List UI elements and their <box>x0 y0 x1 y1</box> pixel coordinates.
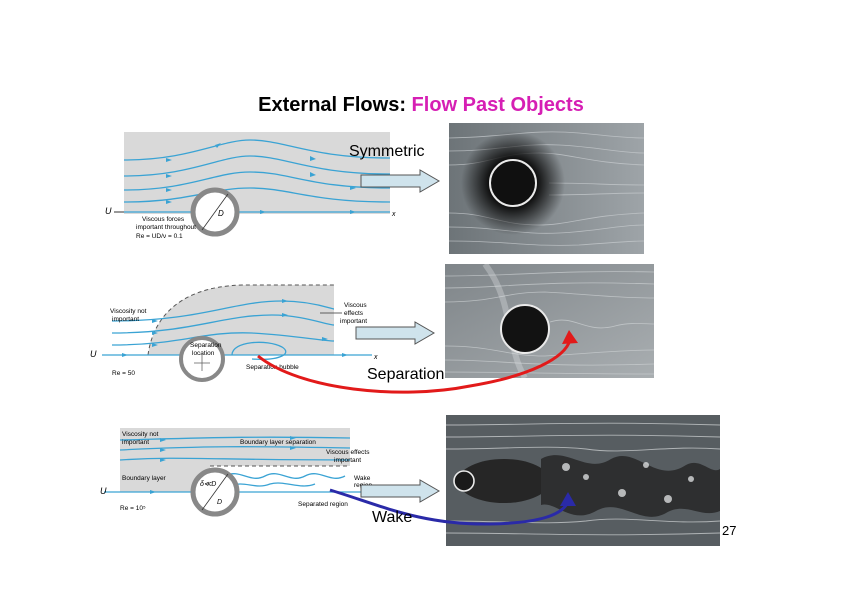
diameter-line <box>201 193 229 231</box>
streamlines <box>102 300 372 360</box>
axis-label: x <box>391 211 396 218</box>
separation-location-1: Separation <box>190 342 222 349</box>
velocity-label: U <box>100 486 107 496</box>
photo-symmetric-flow <box>449 123 644 254</box>
diagram-medium-re: Viscosity not important Viscous effects … <box>90 284 378 382</box>
viscous-line-2: important <box>334 457 361 464</box>
red-arrowhead <box>562 330 578 344</box>
title-main: External Flows: <box>258 94 406 116</box>
note-line-1: Viscous forces <box>142 216 185 223</box>
label-wake: Wake <box>372 509 413 526</box>
streamline-arrowheads <box>166 143 356 214</box>
separation-location-2: location <box>192 350 215 357</box>
boundary-layer-label: Boundary layer <box>122 475 167 482</box>
viscous-line-2: effects <box>344 310 364 317</box>
reynolds-label: Re = 50 <box>112 370 135 377</box>
viscosity-line-2: important <box>122 439 149 446</box>
red-curved-arrow <box>257 339 572 394</box>
wake-line-1: Wake <box>354 475 371 482</box>
viscosity-line-1: Viscosity not <box>122 431 159 438</box>
separation-connector-arrow <box>355 321 435 345</box>
viscosity-line-2: important <box>112 316 139 323</box>
note-line-2: important throughout <box>136 224 196 231</box>
viscous-line-1: Viscous <box>344 302 367 309</box>
bubble-label: Separation bubble <box>246 364 299 371</box>
label-symmetric: Symmetric <box>349 143 425 160</box>
boundary-dashed <box>147 284 334 356</box>
velocity-label: U <box>90 349 97 359</box>
diameter-label: D <box>218 209 224 218</box>
velocity-label: U <box>105 206 112 216</box>
diameter-label: D <box>217 499 222 506</box>
reynolds-label: Re = UD/ν = 0.1 <box>136 233 183 240</box>
page-number: 27 <box>722 523 737 538</box>
symmetric-connector-arrow <box>360 169 440 193</box>
blue-arrowhead <box>560 492 576 506</box>
label-separation: Separation <box>367 366 445 383</box>
delta-label: δ≪D <box>200 481 216 488</box>
viscous-line-1: Viscous effects <box>326 449 370 456</box>
diameter-line <box>201 473 229 511</box>
diagram-high-re: δ≪D D Viscosity not important Boundary l… <box>100 428 390 517</box>
bl-separation-label: Boundary layer separation <box>240 439 316 446</box>
slide-title: External Flows: Flow Past Objects <box>0 94 842 117</box>
separated-region-label: Separated region <box>298 501 348 508</box>
wake-connector-arrow <box>360 479 440 503</box>
streamline-arrowheads <box>122 299 348 357</box>
photo-separation-flow <box>445 264 654 378</box>
blue-curved-arrow <box>329 488 570 526</box>
viscous-line-3: important <box>340 318 367 325</box>
streamline-arrowheads <box>150 436 296 494</box>
title-accent: Flow Past Objects <box>411 94 584 116</box>
diagram-low-re: D U x Viscous forces important throughou… <box>105 132 396 240</box>
streamlines <box>123 139 391 213</box>
reynolds-label: Re = 10⁵ <box>120 505 146 512</box>
viscosity-line-1: Viscosity not <box>110 308 147 315</box>
axis-label: x <box>373 354 378 361</box>
